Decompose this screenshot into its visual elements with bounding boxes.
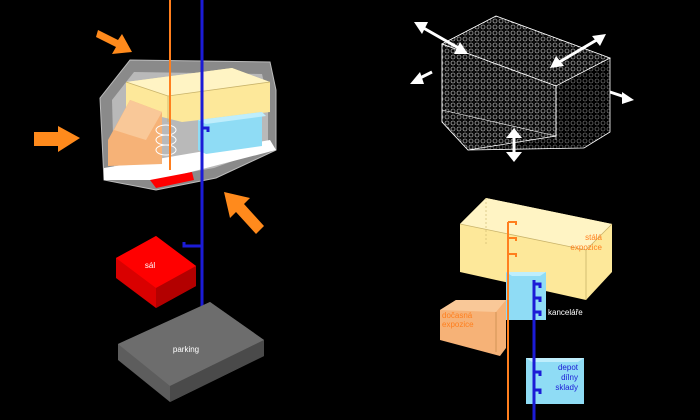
sal-label: sál <box>145 261 155 270</box>
orange-arrow-bottom <box>224 192 264 234</box>
red-strip <box>150 172 194 188</box>
kancelare-label: kanceláře <box>548 308 583 317</box>
white-arrow-left <box>410 70 433 84</box>
parking-label: parking <box>173 345 199 354</box>
parking-block <box>118 302 264 402</box>
orange-arrow-top <box>96 30 132 54</box>
blue-stair-tick-1 <box>202 126 210 132</box>
right-orange-ticks <box>508 221 517 257</box>
mesh-shell <box>441 15 611 151</box>
docasna-label-line1: dočasná <box>442 311 473 320</box>
depot-label-line3: sklady <box>555 383 578 392</box>
orange-volume <box>108 100 162 166</box>
white-arrow-right <box>609 90 634 104</box>
depot-label-line2: dílny <box>561 373 578 382</box>
depot-label-line1: depot <box>558 363 579 372</box>
docasna-label-line2: expozice <box>442 320 474 329</box>
building-overview <box>99 0 277 320</box>
white-arrow-top-left <box>414 22 468 54</box>
yellow-volume <box>125 68 271 122</box>
blue-stair-tick-2 <box>182 242 202 248</box>
cyan-volume <box>198 112 266 154</box>
orange-arrow-left <box>34 126 80 152</box>
white-arrow-bottom <box>506 128 522 162</box>
white-arrow-top-right <box>550 34 606 68</box>
docasna-expozice-volume <box>440 300 506 356</box>
stala-expozice-volume <box>459 198 613 300</box>
right-blue-ticks <box>534 282 542 394</box>
stala-label-line1: stálá <box>585 233 602 242</box>
spiral-stair <box>155 124 177 156</box>
sal-block <box>116 236 196 308</box>
stala-label-line2: expozice <box>570 243 602 252</box>
